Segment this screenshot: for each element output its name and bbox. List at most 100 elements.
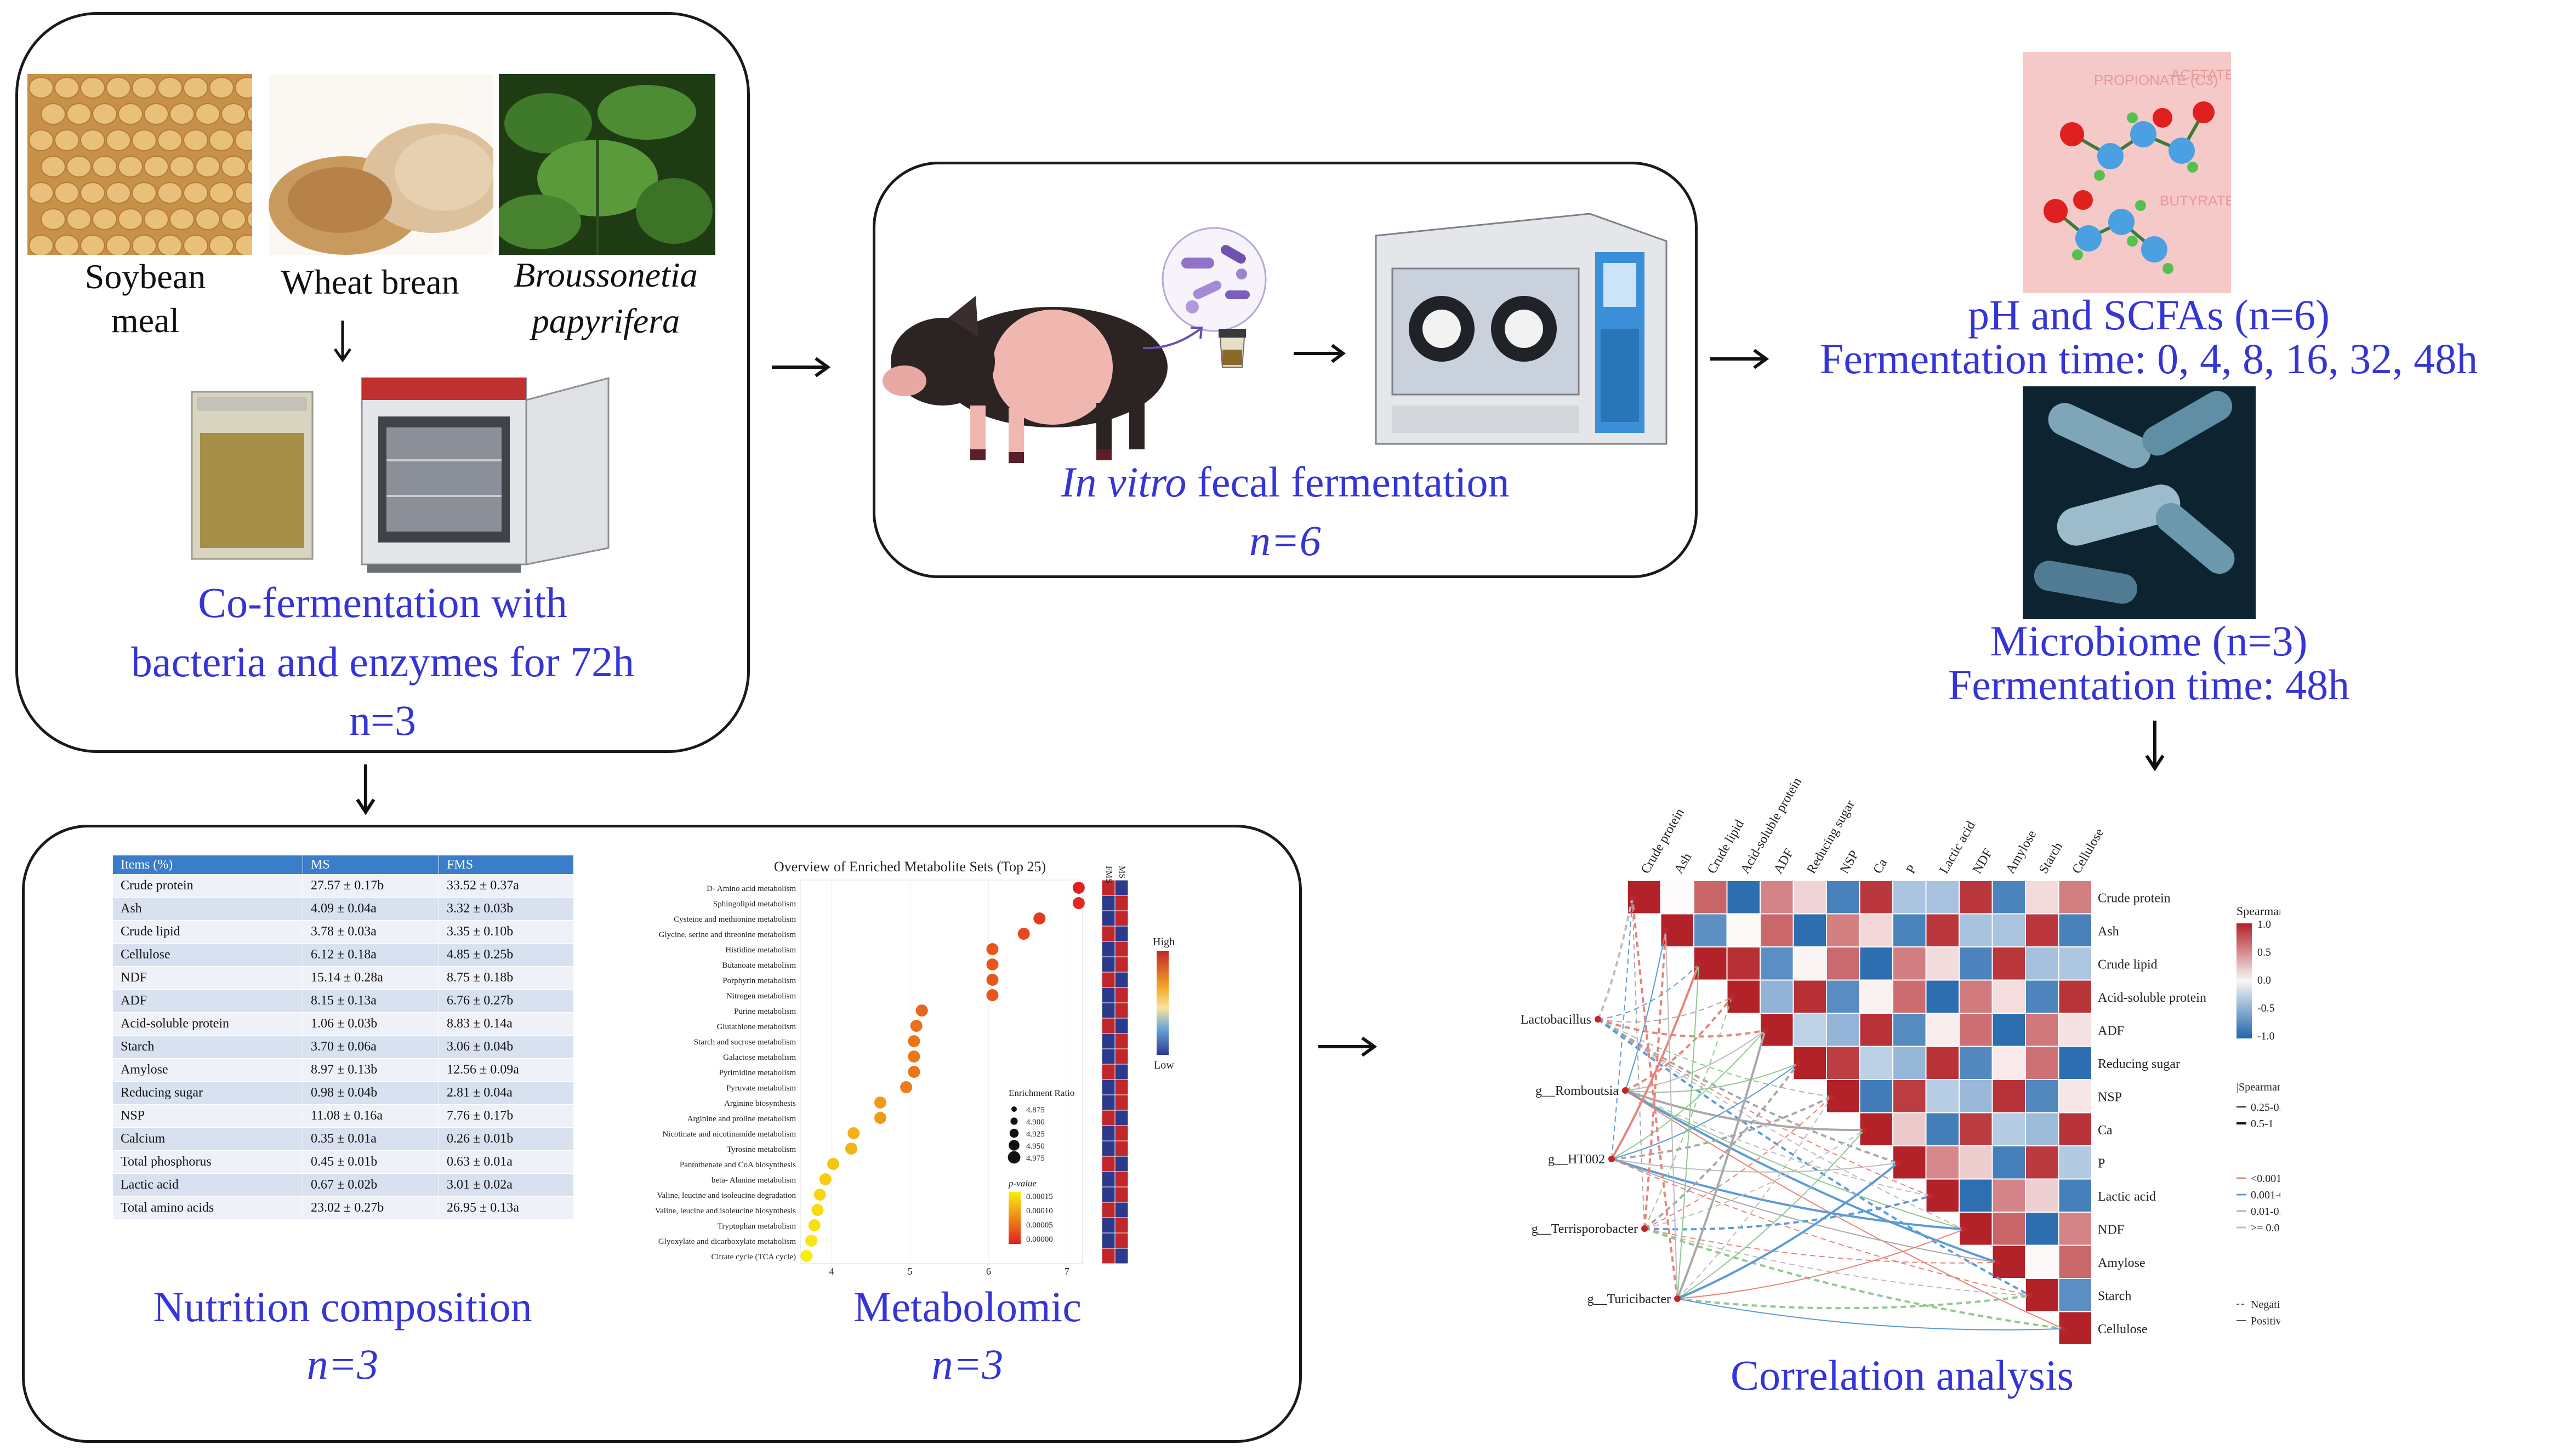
heatmap-row-label: Ca [2098,1123,2113,1138]
enrichment-point [1017,928,1030,940]
pathway-label: Pyruvate metabolism [726,1084,796,1093]
heatmap-cell-ms [1114,895,1129,911]
correlation-link [1643,1063,1800,1230]
pathway-label: Valine, leucine and isoleucine biosynthe… [655,1207,796,1215]
table-cell: Acid-soluble protein [112,1012,304,1036]
correlation-link [1643,930,1667,1229]
correlation-link [1625,1063,1799,1093]
scfa-molecules-image: PROPIONATE (C3) ACETATE (C2) BUTYRATE (C… [2023,52,2231,293]
heatmap-cell-fms [1101,1140,1116,1157]
heatmap-cell [1926,914,1959,946]
heatmap-cell [1993,1146,2025,1179]
heatmap-cell [1926,1146,1959,1179]
heatmap-row-label: Acid-soluble protein [2098,991,2206,1005]
x-tick-label: 7 [1065,1266,1069,1277]
heatmap-cell [1926,1047,1959,1079]
heatmap-cell [1893,1014,1926,1046]
heatmap-cell [1993,1014,2025,1046]
heatmap-cell [1761,914,1793,946]
heatmap-row-label: NDF [2098,1223,2124,1237]
pathway-label: Citrate cycle (TCA cycle) [711,1253,796,1261]
incubator-image [356,367,625,575]
pathway-label: Tyrosine metabolism [727,1145,796,1154]
color-legend-tick: -1.0 [2257,1030,2275,1042]
heatmap-cell-fms [1101,1048,1116,1065]
heatmap-cell-fms [1101,1232,1116,1249]
taxon-label: g__Romboutsia [1535,1084,1619,1098]
heatmap-color-bar [1157,951,1169,1055]
heatmap-cell [1960,1113,1992,1145]
heatmap-cell [1827,1014,1859,1046]
heatmap-cell-fms [1101,1110,1116,1126]
heatmap-row-label: ADF [2098,1024,2124,1038]
heatmap-cell-ms [1114,1018,1129,1034]
heatmap-cell [1794,1014,1826,1046]
pathway-label: Pyrimidine metabolism [719,1069,796,1077]
p-legend-value: 0.00005 [1026,1221,1053,1230]
pathway-label: Glyoxylate and dicarboxylate metabolism [658,1237,796,1246]
variable-node [1961,1226,1967,1232]
table-cell: Reducing sugar [112,1081,304,1105]
enrichment-point [808,1219,821,1231]
pathway-label: Pantothenate and CoA biosynthesis [680,1161,796,1169]
size-legend-value: 4.900 [1026,1118,1045,1127]
pathway-label: beta- Alanine metabolism [712,1176,796,1185]
pathway-label: Starch and sucrose metabolism [694,1038,796,1047]
heatmap-cell [2059,1179,2091,1212]
width-legend-label: 0.25-0.5 [2251,1101,2280,1114]
plot-area [800,880,1083,1264]
color-legend-bar [2236,923,2252,1038]
right-arrow-icon [1318,1036,1378,1057]
pathway-label: Cysteine and methionine metabolism [674,915,796,924]
panel1-caption-line2: bacteria and enzymes for 72h [130,638,635,686]
variable-node [1928,1193,1934,1199]
microbiome-caption: Microbiome (n=3) [1990,617,2308,665]
heatmap-column-label: P [1904,863,1920,876]
heatmap-cell [2059,1246,2091,1278]
line-type-legend-label: Negative [2251,1299,2280,1311]
size-legend-dot [1011,1106,1017,1112]
table-cell: Amylose [112,1058,304,1082]
table-cell: 3.01 ± 0.02a [439,1173,574,1197]
table-cell: 0.63 ± 0.01a [439,1150,574,1174]
ingredient-soybean-label-1: Soybean [84,257,206,296]
heatmap-row-label: P [2098,1156,2105,1170]
heatmap-cell-ms [1114,1125,1129,1141]
heatmap-cell [1860,914,1892,946]
heatmap-cell-ms [1114,1202,1129,1218]
heatmap-cell [2059,1113,2091,1145]
correlation-link [1644,1195,1932,1231]
enrichment-point [811,1204,824,1216]
table-cell: 12.56 ± 0.09a [439,1058,574,1082]
table-cell: 27.57 ± 0.17b [303,874,440,898]
right-arrow-icon [1710,349,1769,369]
heatmap-cell [1794,947,1826,980]
heatmap-cell-ms [1114,1171,1129,1187]
enrichment-point [845,1143,857,1155]
table-cell: 8.75 ± 0.18b [439,966,574,990]
heatmap-cell-ms [1114,1033,1129,1049]
heatmap-cell-fms [1101,1094,1116,1111]
enrichment-point [908,1066,920,1078]
down-arrow-icon [356,764,375,815]
pathway-label: Sphingolipid metabolism [713,900,796,909]
heatmap-cell-fms [1101,1033,1116,1049]
heatmap-cell [1960,1146,1992,1179]
correlation-link [1597,1018,2031,1297]
pathway-label: Purine metabolism [734,1007,796,1016]
pathway-label: Valine, leucine and isoleucine degradati… [657,1191,796,1200]
variable-node [1829,1094,1834,1100]
heatmap-cell-ms [1114,956,1129,973]
heatmap-cell-fms [1101,1002,1116,1019]
width-legend-label: 0.5-1 [2251,1118,2274,1130]
table-cell: 3.78 ± 0.03a [303,920,440,944]
heatmap-cell [1993,1179,2025,1212]
